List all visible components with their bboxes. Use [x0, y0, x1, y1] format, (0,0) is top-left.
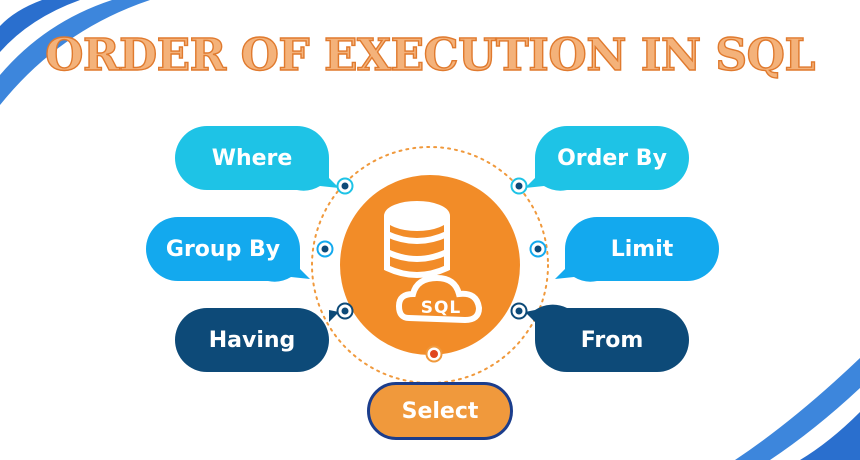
page-title: ORDER OF EXECUTION IN SQL	[44, 29, 816, 81]
node-where	[336, 177, 354, 195]
step-having: Having	[175, 308, 339, 372]
step-group-by-label: Group By	[165, 236, 281, 262]
step-where: Where	[175, 126, 339, 191]
step-order-by: Order By	[525, 126, 689, 191]
database-cloud-icon	[384, 201, 483, 324]
step-limit: Limit	[555, 217, 719, 282]
step-having-label: Having	[208, 327, 296, 353]
node-group-by	[316, 240, 334, 258]
node-select	[425, 345, 443, 363]
step-select: Select	[367, 382, 513, 440]
step-where-label: Where	[211, 145, 293, 171]
hub-label: SQL	[420, 298, 462, 318]
step-group-by: Group By	[146, 217, 310, 282]
step-limit-label: Limit	[610, 236, 674, 262]
node-from	[510, 302, 528, 320]
node-order-by	[510, 177, 528, 195]
step-from: From	[525, 304, 689, 372]
node-limit	[529, 240, 547, 258]
step-from-label: From	[580, 327, 644, 353]
step-order-by-label: Order By	[557, 145, 667, 171]
sql-hub: SQL	[337, 172, 523, 358]
node-having	[336, 302, 354, 320]
